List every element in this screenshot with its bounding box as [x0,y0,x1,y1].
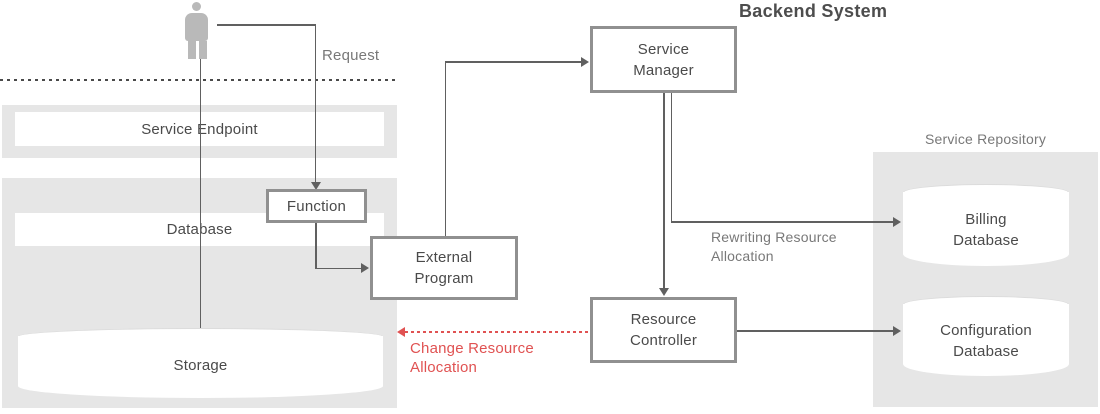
database-label: Database [167,221,233,238]
cylinder-body [18,336,383,398]
configuration-database-cylinder: Configuration Database [903,296,1069,376]
edge-function-external-v [315,223,317,268]
arrowhead-into-billing-database [893,217,901,227]
resource-controller-label: Resource Controller [629,311,698,349]
user-leg [199,41,207,59]
billing-database-cylinder: Billing Database [903,184,1069,266]
edge-servicemanager-billing-v [670,93,672,221]
boundary-dashed-line [0,79,396,81]
function-label: Function [286,197,347,215]
edge-external-servicemanager-v [444,61,446,236]
storage-label: Storage [173,356,228,374]
arrowhead-into-service-manager [581,57,589,67]
edge-change-allocation-dashed [405,331,590,333]
service-manager-node: Service Manager [590,26,737,93]
external-program-label: External Program [414,249,474,287]
rewriting-allocation-label: Rewriting Resource Allocation [711,229,837,264]
arrowhead-into-configuration-database [893,326,901,336]
edge-user-request-v [314,24,316,182]
billing-database-label: Billing Database [953,211,1019,249]
edge-servicemanager-billing-h [670,221,893,223]
edge-user-storage [199,57,201,328]
user-leg [188,41,196,59]
page-title: Backend System [739,1,888,21]
edge-controller-configuration [737,330,893,332]
resource-controller-node: Resource Controller [590,297,737,363]
request-label: Request [322,47,380,64]
cylinder-body [903,192,1069,266]
arrowhead-into-external-program [361,263,369,273]
arrowhead-into-resource-controller [659,288,669,296]
function-node: Function [266,189,367,223]
external-program-node: External Program [370,236,518,300]
change-allocation-label: Change Resource Allocation [410,340,534,376]
cylinder-body [903,304,1069,376]
service-endpoint-label: Service Endpoint [141,120,258,138]
edge-servicemanager-controller [663,93,665,288]
service-manager-label: Service Manager [633,40,694,79]
arrowhead-change-allocation [397,327,405,337]
user-icon [185,2,208,59]
service-repository-label: Service Repository [924,131,1047,147]
user-torso [185,13,208,41]
configuration-database-label: Configuration Database [940,322,1032,360]
storage-cylinder: Storage [18,328,383,398]
edge-external-servicemanager-h [446,61,581,63]
edge-user-request-h [217,24,315,26]
user-head [192,2,201,11]
edge-function-external-h [315,267,361,269]
arrowhead-into-function [311,182,321,190]
